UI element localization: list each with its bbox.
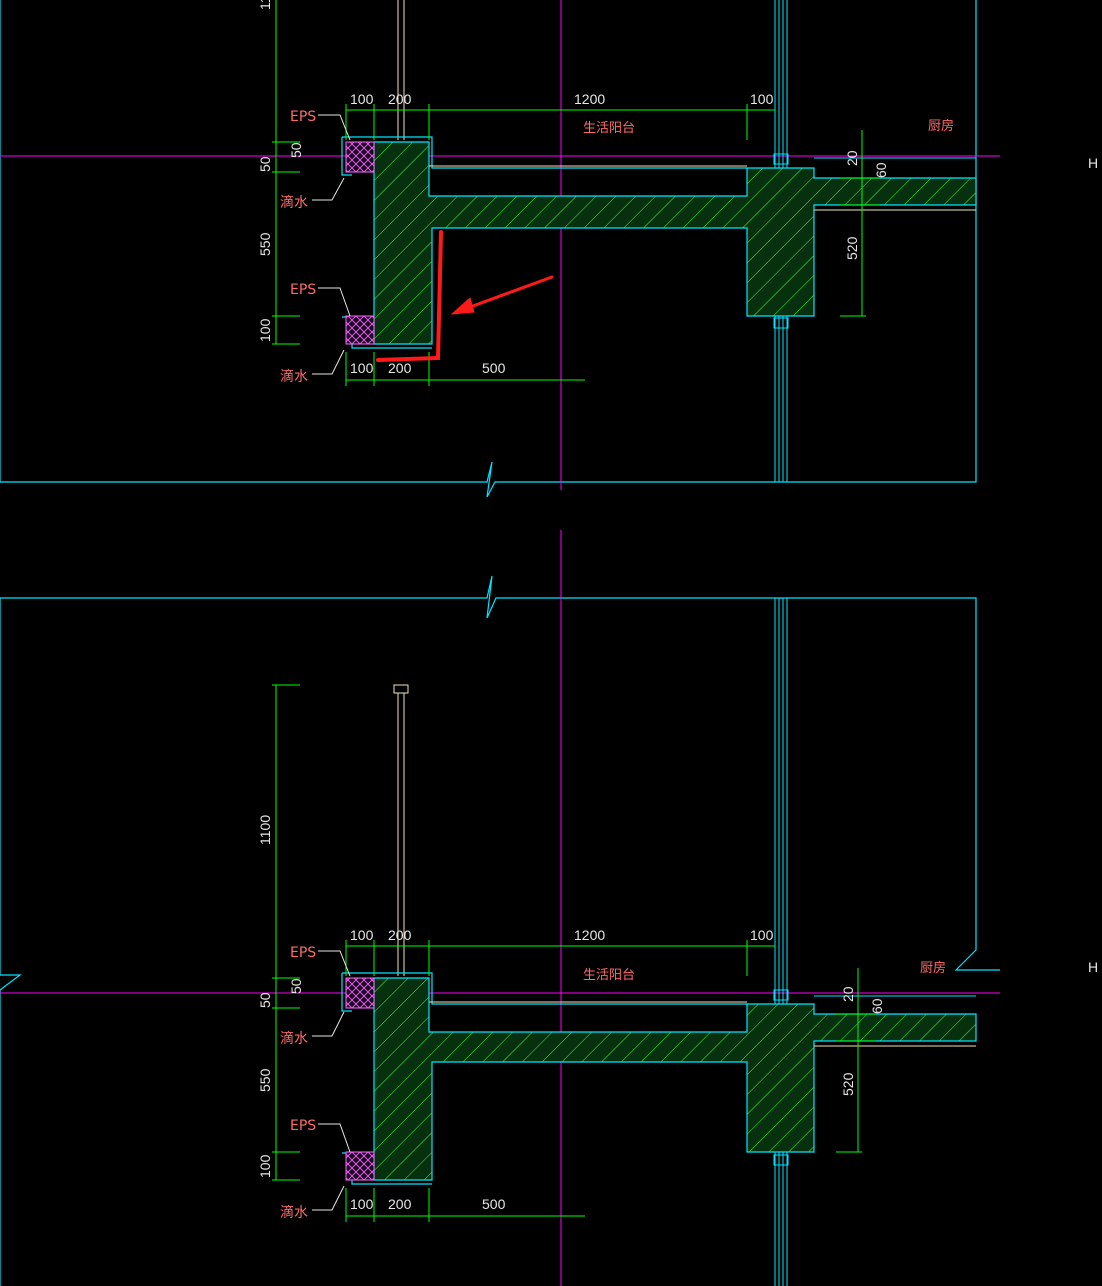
dim-left-100: 100 — [257, 1154, 273, 1178]
label-drip-top: 滴水 — [280, 194, 308, 211]
dim-bot-200: 200 — [388, 360, 412, 376]
dim-top-100: 100 — [350, 91, 374, 107]
concrete-section — [373, 141, 977, 345]
label-eps-top: EPS — [290, 109, 316, 125]
dim-right-60: 60 — [869, 998, 885, 1014]
label-eps-bottom: EPS — [290, 1118, 316, 1134]
label-drip-bottom: 滴水 — [280, 1204, 308, 1221]
dim-right-60: 60 — [873, 162, 889, 178]
dim-left-50b: 50 — [288, 978, 304, 994]
railing — [393, 684, 409, 976]
frame-outline — [0, 575, 1000, 971]
dim-left-1100: 1100 — [257, 815, 273, 845]
dim-right-20: 20 — [840, 986, 856, 1002]
window-mullion — [774, 598, 788, 1286]
dim-top-1200: 1200 — [574, 91, 605, 107]
dim-bot-100: 100 — [350, 360, 374, 376]
dim-left-550: 550 — [257, 1068, 273, 1092]
leader-lines — [312, 950, 351, 1211]
dim-left-550: 550 — [257, 232, 273, 256]
dim-left-100: 100 — [257, 318, 273, 342]
label-drip-top: 滴水 — [280, 1030, 308, 1047]
detail-upper: 100 200 1200 100 100 200 500 11 50 50 55… — [0, 0, 1098, 498]
dim-left-50: 50 — [257, 156, 273, 172]
dim-right-520: 520 — [840, 1072, 856, 1096]
dim-left-11: 11 — [257, 0, 273, 10]
railing — [397, 0, 405, 140]
label-kitchen: 厨房 — [920, 960, 946, 976]
dim-bot-500: 500 — [482, 1196, 506, 1212]
dim-top-100b: 100 — [750, 927, 774, 943]
dim-top-100: 100 — [350, 927, 374, 943]
dim-top-200: 200 — [388, 927, 412, 943]
dim-top-1200: 1200 — [574, 927, 605, 943]
eps-block-top — [345, 141, 375, 173]
eps-block-bottom — [345, 315, 375, 345]
label-kitchen: 厨房 — [928, 118, 954, 134]
frame-outline — [0, 0, 977, 498]
label-drip-bottom: 滴水 — [280, 368, 308, 385]
dim-right-520: 520 — [844, 236, 860, 260]
dimension-lines — [272, 684, 876, 1222]
dimension-lines — [272, 0, 880, 386]
dim-bot-500: 500 — [482, 360, 506, 376]
dim-top-100b: 100 — [750, 91, 774, 107]
dim-left-50b: 50 — [288, 142, 304, 158]
dim-top-200: 200 — [388, 91, 412, 107]
leader-lines — [312, 114, 351, 375]
label-eps-top: EPS — [290, 945, 316, 961]
dim-left-50: 50 — [257, 992, 273, 1008]
red-markup-annotation — [376, 230, 554, 362]
label-balcony: 生活阳台 — [583, 968, 635, 983]
dim-bot-100: 100 — [350, 1196, 374, 1212]
axis-tag: H — [1088, 959, 1098, 975]
label-eps-bottom: EPS — [290, 282, 316, 298]
detail-lower: 100 200 1200 100 100 200 500 1100 50 50 … — [0, 530, 1098, 1286]
dim-right-20: 20 — [844, 150, 860, 166]
eps-block-bottom — [345, 1151, 375, 1181]
label-balcony: 生活阳台 — [583, 121, 635, 136]
concrete-section — [373, 977, 977, 1181]
axis-tag: H — [1088, 155, 1098, 171]
eps-block-top — [345, 977, 375, 1009]
dim-bot-200: 200 — [388, 1196, 412, 1212]
